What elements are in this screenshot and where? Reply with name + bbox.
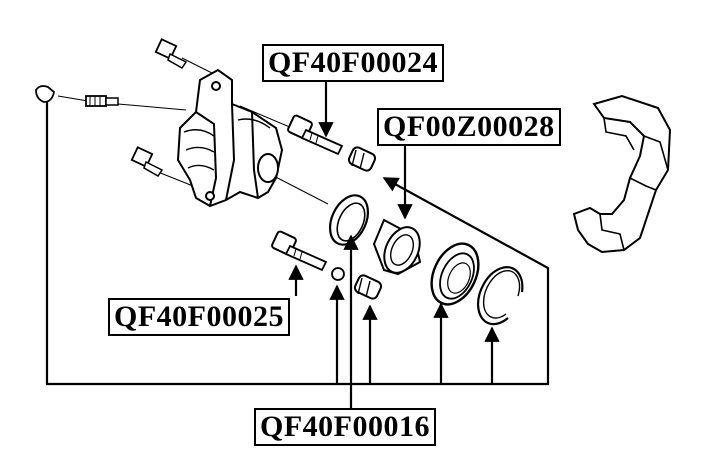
piston-dust-seal — [430, 242, 480, 306]
retaining-ring — [477, 266, 524, 326]
part-number-label-top: QF40F00024 — [262, 44, 444, 82]
guide-pin-boot-lower — [353, 274, 383, 300]
piston — [372, 218, 422, 276]
upper-mounting-bolt — [154, 38, 188, 69]
bleeder-cap — [35, 85, 55, 103]
small-washer — [331, 267, 345, 281]
piston-seal — [328, 194, 370, 246]
part-number-label-left: QF40F00025 — [108, 298, 290, 336]
caliper-bracket — [572, 94, 672, 254]
bleeder-screw — [85, 95, 119, 107]
lower-mounting-bolt — [130, 146, 164, 177]
guide-pin-lower — [271, 230, 328, 272]
part-number-label-bottom: QF40F00016 — [254, 408, 436, 446]
guide-pin-upper — [287, 114, 344, 156]
frame-bottom-line — [45, 98, 550, 386]
leader-lines — [45, 80, 550, 412]
guide-pin-boot-upper — [347, 146, 377, 172]
caliper-body — [176, 68, 284, 208]
part-number-label-upper-right: QF00Z00028 — [377, 108, 561, 146]
